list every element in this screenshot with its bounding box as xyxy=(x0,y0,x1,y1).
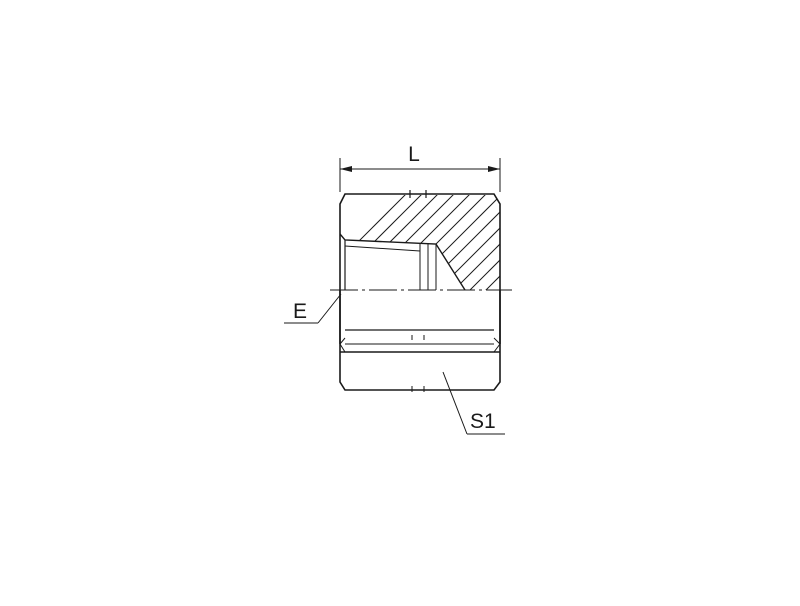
hatch-line xyxy=(427,195,500,290)
length-dimension: L xyxy=(339,143,501,192)
top-notch xyxy=(409,190,427,198)
hex-size-label: S1 xyxy=(470,410,496,433)
hex-size-leader: S1 xyxy=(442,371,505,435)
hatch-line xyxy=(340,195,427,290)
hatch-line xyxy=(379,195,491,290)
dimension-arrow-left xyxy=(340,166,352,172)
hatch-line xyxy=(347,195,459,290)
hatch-line xyxy=(340,195,411,290)
thread-leader: E xyxy=(284,293,342,324)
hatch-line xyxy=(363,195,475,290)
hatch-line xyxy=(540,190,650,300)
hatch-line xyxy=(459,195,500,290)
section-hatching xyxy=(340,190,650,300)
dimension-arrow-right xyxy=(488,166,500,172)
hatch-line xyxy=(340,195,443,290)
hatch-line xyxy=(443,195,500,290)
hatch-line xyxy=(524,190,634,300)
hex-notches xyxy=(411,335,425,392)
hatch-line xyxy=(475,195,500,290)
thread-label: E xyxy=(293,300,307,323)
hatch-line xyxy=(491,195,500,290)
hatch-line xyxy=(508,190,618,300)
inner-bore xyxy=(339,233,466,291)
hatch-line xyxy=(395,195,500,290)
length-label: L xyxy=(408,143,420,166)
nut-body-outline xyxy=(339,193,501,391)
